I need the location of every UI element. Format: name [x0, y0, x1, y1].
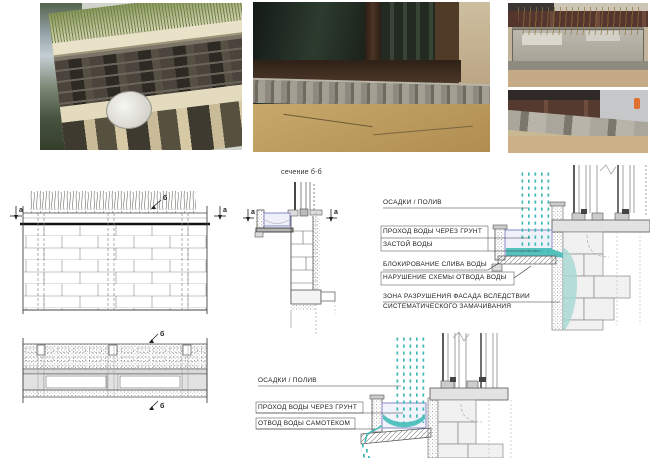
section-marker-b-top: б: [151, 194, 168, 209]
svg-text:б: б: [160, 330, 165, 338]
detail1-trough-slab: [497, 255, 557, 265]
section-planter-trough: [263, 212, 291, 227]
detail1-leaders: [380, 207, 560, 303]
callout-gravity-drain: ОТВОД ВОДЫ САМОТЕКОМ: [258, 420, 351, 427]
callout-drain-blocked: БЛОКИРОВАНИЕ СЛИВА ВОДЫ: [383, 261, 487, 268]
detail2-sloped-ledge: [360, 427, 432, 445]
detail1-sill-slab: [551, 219, 650, 233]
photo3-paint-patch: [522, 33, 562, 45]
svg-text:а: а: [223, 207, 227, 214]
detail-blocked-drainage: [380, 164, 650, 331]
detail2-draining-water: [383, 414, 425, 428]
callout-precipitation-lower: ОСАДКИ / ПОЛИВ: [258, 377, 317, 384]
section-planter-slab: [255, 227, 294, 233]
photo3-dried-weeds: [518, 7, 640, 35]
detail2-break-mark: [452, 331, 470, 342]
photo4-glass: [508, 90, 600, 100]
photo1-band-stack: [47, 3, 242, 150]
photo-planter-bottom: [508, 90, 648, 153]
detail2-leaders: [255, 385, 403, 430]
svg-text:б: б: [160, 402, 165, 410]
photo3-ledge-shadow: [508, 61, 648, 70]
plan-marker-b-top: б: [149, 330, 165, 343]
svg-text:б: б: [163, 194, 168, 202]
section-title: сечение б-б: [281, 169, 322, 176]
plan-marker-b-bottom: б: [149, 400, 165, 410]
svg-text:а: а: [334, 209, 338, 216]
photo2-frame-bar: [253, 60, 461, 82]
callout-stagnation: ЗАСТОЙ ВОДЫ: [383, 241, 433, 248]
callout-water-through-soil-upper: ПРОХОД ВОДЫ ЧЕРЕЗ ГРУНТ: [383, 228, 483, 235]
callout-zone-line2: СИСТЕМАТИЧЕСКОГО ЗАМАЧИВАНИЯ: [383, 303, 512, 310]
plan-mid-band: [22, 368, 208, 375]
elevation-brickwork: [23, 226, 207, 310]
detail1-rain: [520, 170, 552, 256]
plan-bottom-band: [22, 389, 208, 398]
photo3-stucco: [508, 70, 648, 87]
svg-text:а: а: [19, 207, 23, 214]
detail2-drips: [362, 444, 370, 458]
section-marker-a-left: а: [243, 209, 255, 222]
svg-text:а: а: [251, 209, 255, 216]
photo3-paint-patch2: [586, 31, 620, 41]
section-marker-a-left: а: [10, 206, 23, 220]
callout-scheme-violation: НАРУШЕНИЕ СХЕМЫ ОТВОДА ВОДЫ: [383, 274, 507, 281]
detail1-window-frames: [573, 165, 647, 217]
detail2-sill-slab: [429, 387, 509, 401]
elevation-dashed-guides: [37, 213, 189, 310]
photo-planter-top: [508, 3, 648, 87]
section-marker-a-right: а: [326, 209, 338, 222]
photo-window-sill-damage: [253, 2, 490, 152]
callout-water-through-soil-lower: ПРОХОД ВОДЫ ЧЕРЕЗ ГРУНТ: [258, 404, 358, 411]
plan-drawing: б б: [22, 330, 208, 410]
detail2-wall-blocks: [437, 399, 504, 458]
elevation-grass: [30, 191, 196, 213]
elevation-drawing: а а б: [10, 191, 227, 314]
detail1-planter-post: [494, 227, 506, 261]
photo-facade-cornice-damage: [40, 3, 242, 150]
plan-joint-lines: [37, 344, 189, 397]
section-wall: [290, 212, 336, 334]
detail2-outflow: [364, 425, 383, 443]
section-drawing: а а: [243, 182, 338, 334]
photo4-cone: [634, 98, 640, 109]
section-window-frames: [294, 182, 315, 210]
callout-zone-line1: ЗОНА РАЗРУШЕНИЯ ФАСАДА ВСЛЕДСТВИИ: [383, 293, 530, 300]
detail-gravity-drainage: [255, 331, 512, 458]
section-marker-a-right: а: [214, 206, 227, 220]
detail1-moisture-zone: [563, 247, 578, 330]
callout-precipitation-upper: ОСАДКИ / ПОЛИВ: [383, 199, 442, 206]
detail1-break-mark: [599, 164, 617, 175]
photo4-stucco: [508, 136, 648, 153]
detail2-rain: [393, 335, 425, 423]
